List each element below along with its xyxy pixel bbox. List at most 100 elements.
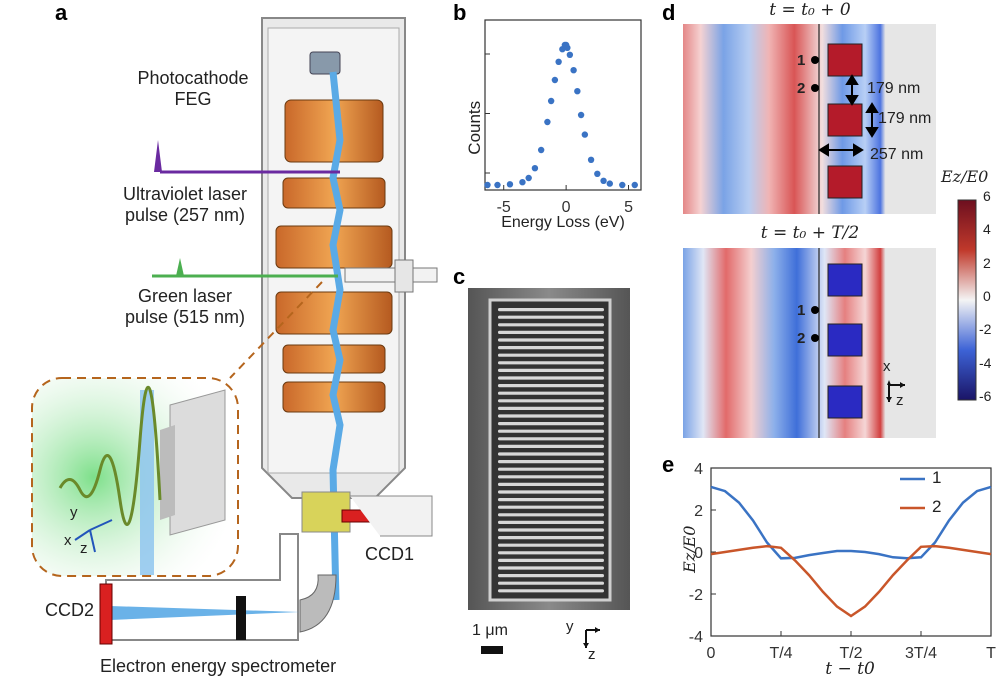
- grating-line: [498, 308, 604, 312]
- panel-b-point: [574, 88, 581, 95]
- panel-b-point: [537, 146, 545, 154]
- ccd2-label: CCD2: [45, 600, 95, 620]
- grating-line: [498, 384, 604, 388]
- grating-line: [498, 482, 604, 486]
- panel-b-point: [600, 177, 607, 184]
- marker-point-2-top: [811, 84, 819, 92]
- grating-line: [498, 460, 604, 464]
- marker-label-1-top: 1: [797, 52, 806, 69]
- legend-label-2: 2: [932, 497, 942, 516]
- panel-b-point: [547, 97, 555, 105]
- grating-line: [498, 330, 604, 334]
- panel-e-xtick-label: T/2: [839, 645, 862, 662]
- grating-line: [498, 437, 604, 441]
- panel-a-instrument: [31, 17, 438, 645]
- photocathode-line-2: FEG: [174, 88, 212, 109]
- panel-b-point: [525, 174, 532, 182]
- dim-label-2: 179 nm: [878, 110, 932, 127]
- grating-line: [498, 574, 604, 578]
- grating-line: [498, 490, 604, 494]
- marker-point-1-top: [811, 56, 819, 64]
- panel-b-point: [606, 180, 613, 187]
- panel-label-e: e: [662, 452, 675, 477]
- panel-c-axis-z: z: [588, 646, 596, 663]
- grating-line: [498, 361, 604, 365]
- ccd1-label: CCD1: [365, 544, 415, 564]
- grating-line: [498, 558, 604, 562]
- grating-line: [498, 467, 604, 471]
- grating-bars-bottom: [827, 263, 863, 419]
- panel-d-axis-z: z: [896, 392, 904, 409]
- grating-line: [498, 520, 604, 524]
- grating-line: [498, 452, 604, 456]
- panel-e-xtick-label: 0: [707, 645, 716, 662]
- panel-e-ytick-label: 4: [694, 461, 703, 478]
- spectrometer-housing: [105, 533, 299, 641]
- panel-c-axis-y: y: [566, 618, 574, 635]
- panel-label-c: c: [453, 264, 466, 289]
- panel-b-xtick-label: 5: [624, 199, 633, 216]
- field-map-top: [683, 24, 936, 214]
- colorbar-tick-label: -4: [979, 354, 992, 371]
- panel-c-sem: [468, 288, 630, 654]
- grating-line: [498, 444, 604, 448]
- grating-line: [498, 551, 604, 555]
- panel-b-xlabel: Energy Loss (eV): [501, 214, 625, 231]
- uv-line-2: pulse (257 nm): [124, 204, 246, 225]
- sample-holder: [344, 267, 438, 283]
- colorbar-tick-label: -2: [979, 321, 992, 338]
- grating-line: [498, 391, 604, 395]
- panel-e-ytick-label: -2: [689, 587, 703, 604]
- panel-d-fields: [683, 24, 977, 438]
- panel-b-point: [506, 181, 514, 188]
- grating-line: [498, 376, 604, 380]
- panel-e-xtick-label: T/4: [769, 645, 792, 662]
- panel-e-xlabel: t − t0: [825, 659, 875, 679]
- uv-laser-label: Ultraviolet laser pulse (257 nm): [110, 184, 260, 225]
- marker-label-2-top: 2: [797, 80, 806, 97]
- panel-label-b: b: [453, 0, 467, 25]
- grating-line: [498, 353, 604, 357]
- green-line-2: pulse (515 nm): [124, 306, 246, 327]
- panel-b-point: [566, 51, 574, 58]
- panel-d-title-top: t = t₀ + 0: [769, 0, 851, 20]
- grating-line: [498, 429, 604, 433]
- photocathode-line-1: Photocathode: [137, 68, 249, 88]
- field-map-bottom: [683, 248, 936, 438]
- colorbar-tick-label: -6: [979, 388, 992, 404]
- ccd2-sensor: [99, 583, 113, 645]
- panel-b-point: [577, 111, 585, 119]
- panel-b-point: [564, 44, 571, 51]
- grating-line: [498, 414, 604, 418]
- marker-point-2-bottom: [811, 334, 819, 342]
- colorbar-label: Ez/E0: [941, 167, 989, 186]
- marker-label-2-bottom: 2: [797, 330, 806, 347]
- grating-line: [498, 406, 604, 410]
- grating-line: [498, 528, 604, 532]
- scale-label: 1 μm: [472, 622, 508, 639]
- grating-line: [498, 422, 604, 426]
- panel-b-xtick-label: -5: [497, 199, 511, 216]
- panel-b-point: [587, 156, 595, 163]
- panel-b-point: [484, 181, 491, 189]
- grating-inset: [160, 389, 226, 536]
- colorbar-tick-label: 4: [983, 221, 991, 238]
- panel-b-point: [544, 118, 551, 126]
- panel-b-point: [531, 165, 539, 172]
- colorbar-tick-label: 6: [983, 188, 991, 204]
- grating-line: [498, 498, 604, 502]
- grating-line: [498, 323, 604, 327]
- panel-b-point: [551, 76, 559, 84]
- panel-label-a: a: [55, 0, 68, 25]
- dim-label-3: 257 nm: [870, 146, 924, 163]
- panel-b-ylabel: Counts: [465, 100, 485, 155]
- scale-bar: [481, 646, 503, 654]
- green-laser-label: Green laser pulse (515 nm): [110, 286, 260, 327]
- panel-b-point: [519, 179, 526, 186]
- panel-b-point: [494, 181, 501, 189]
- inset-axis-z: z: [80, 540, 88, 557]
- panel-e-ylabel: Ez/E0: [679, 525, 699, 573]
- panel-b-point: [555, 58, 562, 65]
- marker-point-1-bottom: [811, 306, 819, 314]
